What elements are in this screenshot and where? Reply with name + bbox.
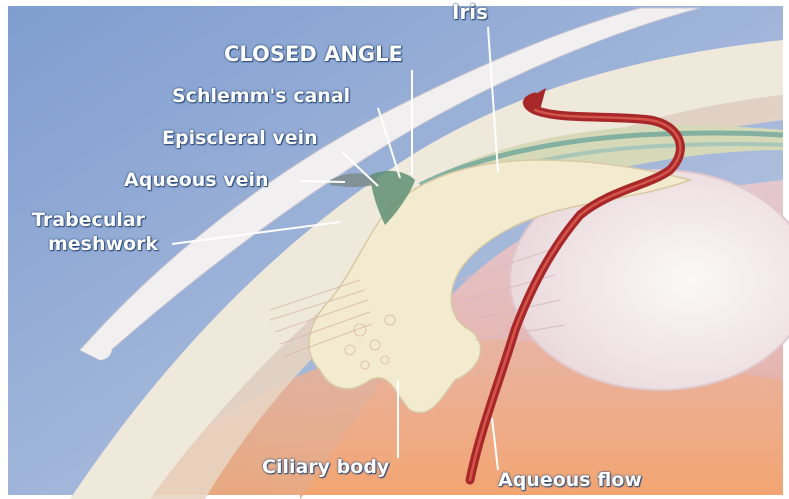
label-aqueous-vein: Aqueous vein	[124, 170, 269, 191]
label-ciliary-body: Ciliary body	[262, 457, 389, 478]
label-schlemms-canal: Schlemm's canal	[172, 86, 350, 107]
label-meshwork: meshwork	[48, 234, 158, 255]
label-aqueous-flow: Aqueous flow	[498, 470, 642, 491]
label-closed-angle: CLOSED ANGLE	[224, 44, 403, 65]
label-trabecular: Trabecular	[32, 210, 145, 231]
aqueous-vein-leader	[300, 181, 345, 182]
label-iris: Iris	[452, 2, 488, 23]
label-episcleral-vein: Episcleral vein	[162, 128, 318, 149]
